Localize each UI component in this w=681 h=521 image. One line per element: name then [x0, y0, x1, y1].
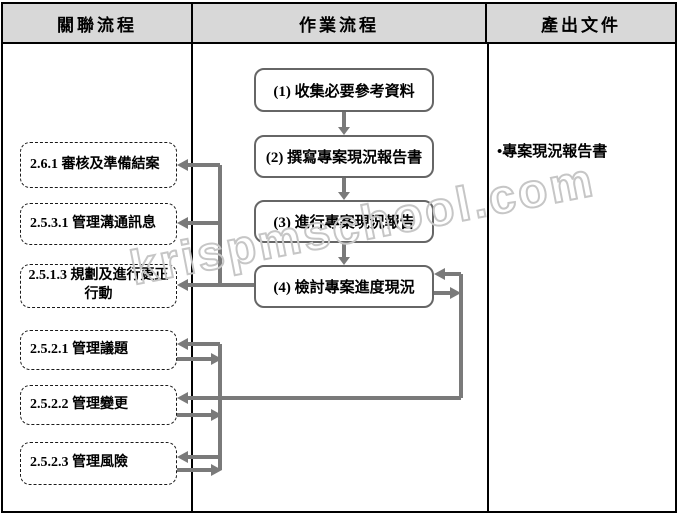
- header-operation-process: 作業流程: [193, 4, 487, 42]
- arrowhead-left-2513: [177, 279, 188, 291]
- arrowhead-left-2523: [177, 451, 188, 463]
- arrowhead-right-from-2522: [211, 409, 222, 421]
- bullet-icon: •: [497, 144, 503, 160]
- related-box-2521: 2.5.2.1 管理議題: [20, 330, 177, 370]
- column-divider-left: [191, 44, 193, 511]
- arrowhead-left-2521: [177, 338, 188, 350]
- arrowhead-down-1: [338, 127, 350, 135]
- arrowhead-down-2: [338, 192, 350, 200]
- process-box-2: (2) 撰寫專案現況報告書: [254, 135, 434, 178]
- related-box-2523: 2.5.2.3 管理風險: [20, 442, 177, 485]
- arrowhead-left-2531: [177, 217, 188, 229]
- header-related-process: 關聯流程: [3, 4, 193, 42]
- related-box-2522: 2.5.2.2 管理變更: [20, 385, 177, 425]
- table-header-row: 關聯流程 作業流程 產出文件: [3, 4, 675, 44]
- arrowhead-right-from-2521: [211, 353, 222, 365]
- flowchart-body: (1) 收集必要參考資料 (2) 撰寫專案現況報告書 (3) 進行專案現況報告 …: [3, 44, 675, 511]
- process-box-1: (1) 收集必要參考資料: [254, 68, 434, 112]
- output-document-label: 專案現況報告書: [502, 144, 608, 160]
- arrowhead-right-box4-out: [450, 287, 461, 299]
- related-box-2513: 2.5.1.3 規劃及進行更正行動: [20, 264, 177, 308]
- related-box-2531: 2.5.3.1 管理溝通訊息: [20, 203, 177, 245]
- process-box-4: (4) 檢討專案進度現況: [254, 265, 434, 308]
- column-divider-right: [487, 44, 489, 511]
- arrowhead-down-3: [338, 257, 350, 265]
- arrowhead-right-from-2523: [211, 464, 222, 476]
- arrowhead-left-box4-in: [434, 268, 445, 280]
- related-box-261: 2.6.1 審核及準備結案: [20, 142, 177, 188]
- arrowhead-left-261: [177, 159, 188, 171]
- header-output-documents: 產出文件: [487, 4, 675, 42]
- flowchart-table: 關聯流程 作業流程 產出文件: [1, 2, 677, 513]
- process-box-3: (3) 進行專案現況報告: [254, 200, 434, 243]
- arrowhead-left-2522: [177, 392, 188, 404]
- output-document-item: •專案現況報告書: [497, 140, 607, 161]
